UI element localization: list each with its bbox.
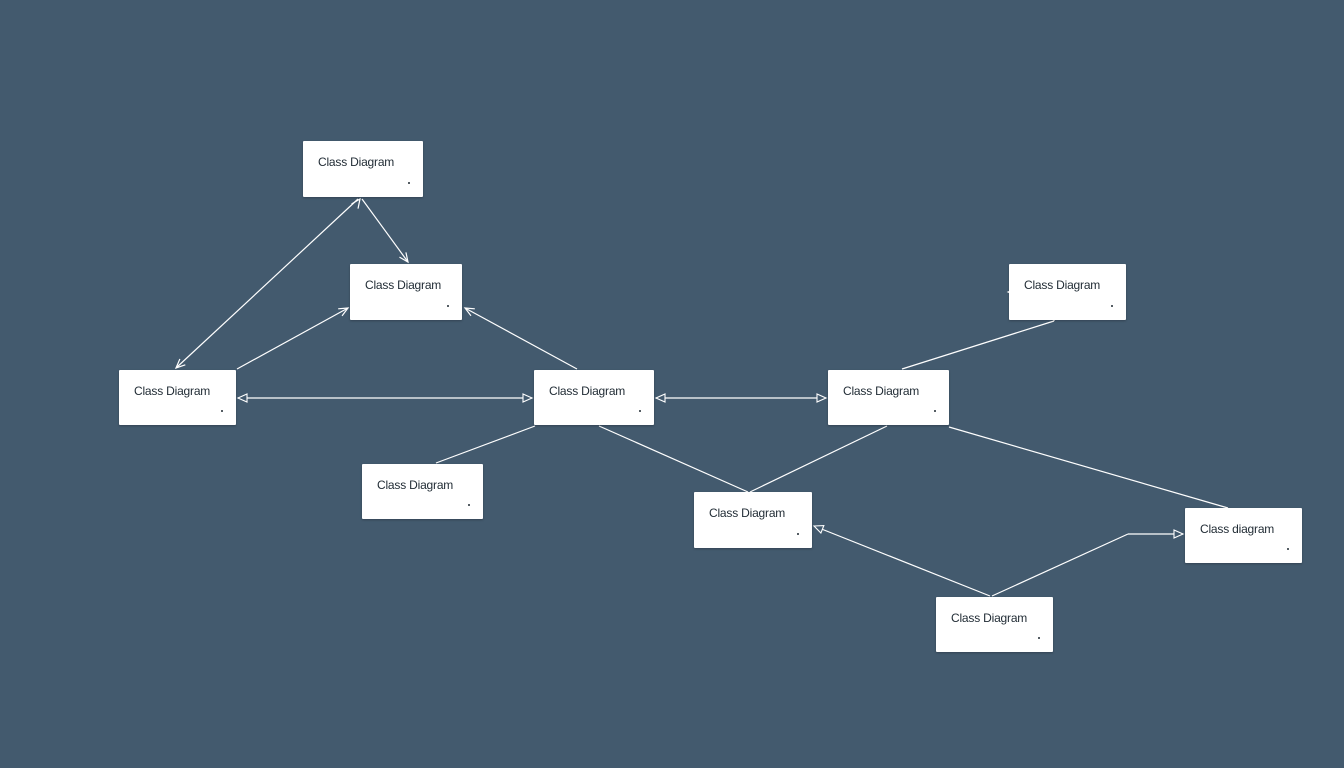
- class-box-label: Class Diagram: [134, 384, 211, 398]
- dot-marker: [639, 410, 641, 412]
- class-box-label: Class Diagram: [318, 155, 395, 169]
- connector-line: [991, 533, 1129, 597]
- arrow-head: [812, 525, 825, 535]
- class-box-6[interactable]: Class Diagram: [828, 370, 949, 425]
- arrow-head: [1173, 529, 1185, 539]
- connector-line: [175, 198, 359, 369]
- class-box-7[interactable]: Class Diagram: [1009, 264, 1126, 320]
- dot-marker: [1111, 305, 1113, 307]
- arrow-head: [351, 197, 361, 209]
- class-box-label: Class Diagram: [365, 278, 442, 292]
- arrow-head: [236, 393, 248, 403]
- class-box-2[interactable]: Class Diagram: [350, 264, 462, 320]
- dot-marker: [468, 504, 470, 506]
- dot-marker: [797, 533, 799, 535]
- dot-marker: [447, 305, 449, 307]
- class-box-10[interactable]: Class Diagram: [936, 597, 1053, 652]
- class-box-label: Class Diagram: [377, 478, 454, 492]
- arrow-head: [338, 307, 350, 317]
- arrow-head: [654, 393, 666, 403]
- class-box-label: Class Diagram: [1024, 278, 1101, 292]
- arrow-head: [522, 393, 534, 403]
- arrow-head: [463, 307, 475, 317]
- dot-marker: [1038, 637, 1040, 639]
- connector-line: [749, 425, 888, 493]
- arrow-head: [816, 393, 828, 403]
- class-box-4[interactable]: Class Diagram: [534, 370, 654, 425]
- class-box-label: Class Diagram: [843, 384, 920, 398]
- dot-marker: [1287, 548, 1289, 550]
- dot-marker: [408, 182, 410, 184]
- connector-line: [236, 307, 349, 370]
- connector-line: [813, 525, 991, 597]
- connector-line: [361, 198, 409, 263]
- class-box-5[interactable]: Class Diagram: [362, 464, 483, 519]
- arrow-head: [399, 252, 409, 264]
- connector-line: [598, 425, 749, 493]
- arrow-head: [174, 358, 186, 370]
- class-box-8[interactable]: Class Diagram: [694, 492, 812, 548]
- class-box-3[interactable]: Class Diagram: [119, 370, 236, 425]
- class-box-label: Class Diagram: [951, 611, 1028, 625]
- connector-line: [901, 320, 1055, 370]
- connector-line: [948, 426, 1229, 509]
- class-box-label: Class Diagram: [709, 506, 786, 520]
- connector-line: [464, 307, 578, 370]
- dot-marker: [934, 410, 936, 412]
- connector-line: [435, 425, 536, 464]
- class-box-label: Class Diagram: [549, 384, 626, 398]
- dot-marker: [221, 410, 223, 412]
- class-box-1[interactable]: Class Diagram: [303, 141, 423, 197]
- class-box-label: Class diagram: [1200, 522, 1275, 536]
- class-box-9[interactable]: Class diagram: [1185, 508, 1302, 563]
